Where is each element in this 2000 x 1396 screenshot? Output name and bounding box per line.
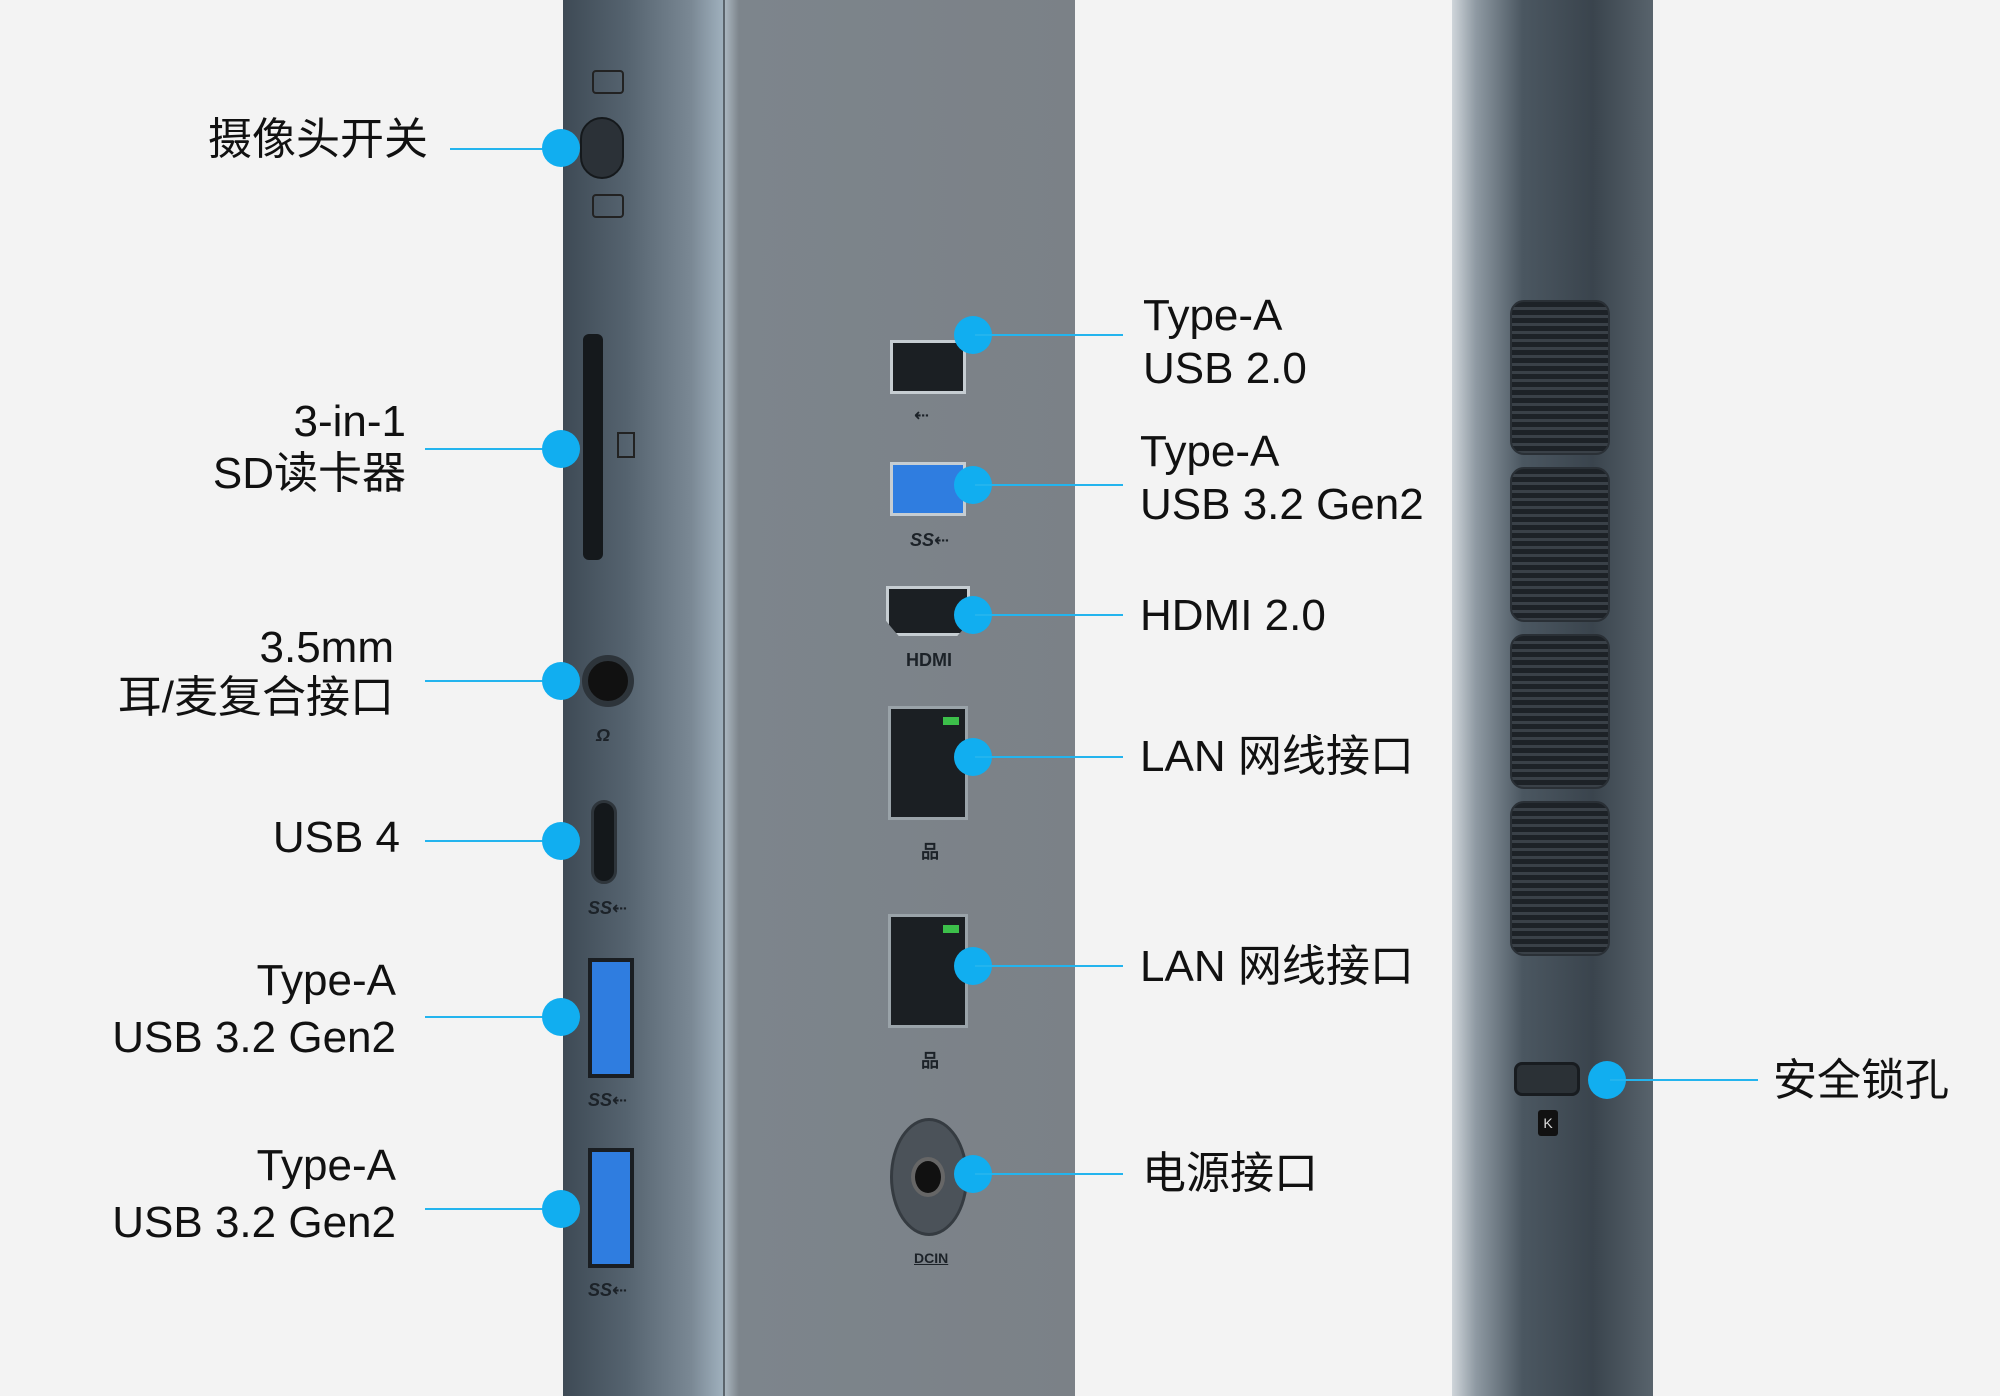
ss-usb-icon: SS⇠ (588, 1280, 628, 1300)
vent (1510, 801, 1610, 956)
label-typea1-line2: USB 3.2 Gen2 (112, 1013, 396, 1062)
usb-a-port[interactable] (588, 1148, 634, 1268)
label-usb4: USB 4 (272, 813, 400, 862)
camera-off-icon (592, 70, 624, 94)
callout-line (975, 1173, 1123, 1175)
label-sd-line2: SD读卡器 (212, 449, 406, 498)
label-usb20-line1: Type-A (1143, 291, 1283, 340)
ss-usb-icon: SS⇠ (588, 898, 628, 918)
label-sd-line1: 3-in-1 (293, 397, 407, 446)
sd-card-icon (617, 432, 635, 458)
label-usb20-line2: USB 2.0 (1143, 344, 1307, 393)
callout-dot (542, 129, 580, 167)
security-lock-slot[interactable] (1514, 1062, 1580, 1096)
network-icon: 品 (921, 842, 939, 862)
label-usb32-line2: USB 3.2 Gen2 (1140, 480, 1424, 529)
label-typea2-line2: USB 3.2 Gen2 (112, 1198, 396, 1247)
label-power: 电源接口 (1142, 1149, 1318, 1198)
label-audio-line2: 耳/麦复合接口 (117, 673, 394, 722)
camera-on-icon (592, 194, 624, 218)
audio-jack[interactable] (582, 655, 634, 707)
callout-line (975, 614, 1123, 616)
callout-line (975, 965, 1123, 967)
ss-usb-icon: SS⇠ (910, 530, 950, 550)
camera-switch[interactable] (580, 117, 624, 179)
callout-dot (542, 430, 580, 468)
callout-dot (542, 662, 580, 700)
label-typea2-line1: Type-A (256, 1141, 396, 1190)
callout-line (1610, 1079, 1758, 1081)
lock-icon: K (1538, 1110, 1558, 1136)
callout-line (975, 484, 1123, 486)
callout-line (425, 448, 555, 450)
label-camera-switch: 摄像头开关 (208, 115, 428, 164)
label-lan-1: LAN 网线接口 (1140, 732, 1414, 781)
label-hdmi: HDMI 2.0 (1140, 591, 1326, 640)
label-lan-2: LAN 网线接口 (1140, 942, 1414, 991)
callout-dot (542, 1190, 580, 1228)
usb4-port[interactable] (591, 800, 617, 884)
sd-card-slot[interactable] (583, 334, 603, 560)
callout-line (425, 1208, 555, 1210)
callout-line (425, 1016, 555, 1018)
callout-line (975, 334, 1123, 336)
usb-a-port[interactable] (588, 958, 634, 1078)
callout-dot (542, 822, 580, 860)
dock-side-panel (563, 0, 723, 1396)
vent (1510, 300, 1610, 455)
usb20-port[interactable] (890, 340, 966, 394)
headphone-icon: Ω (596, 725, 611, 745)
vent (1510, 467, 1610, 622)
label-typea1-line1: Type-A (256, 956, 396, 1005)
label-lock: 安全锁孔 (1773, 1056, 1949, 1105)
label-usb32-line1: Type-A (1140, 427, 1280, 476)
hdmi-label: HDMI (906, 650, 952, 670)
callout-dot (542, 998, 580, 1036)
label-audio-line1: 3.5mm (259, 623, 394, 672)
callout-line (425, 680, 555, 682)
dcin-label: DCIN (914, 1250, 949, 1266)
callout-line (975, 756, 1123, 758)
network-icon: 品 (921, 1051, 939, 1071)
usb-icon: ⇠ (914, 405, 930, 425)
vent (1510, 634, 1610, 789)
ss-usb-icon: SS⇠ (588, 1090, 628, 1110)
callout-line (450, 148, 565, 150)
callout-line (425, 840, 555, 842)
